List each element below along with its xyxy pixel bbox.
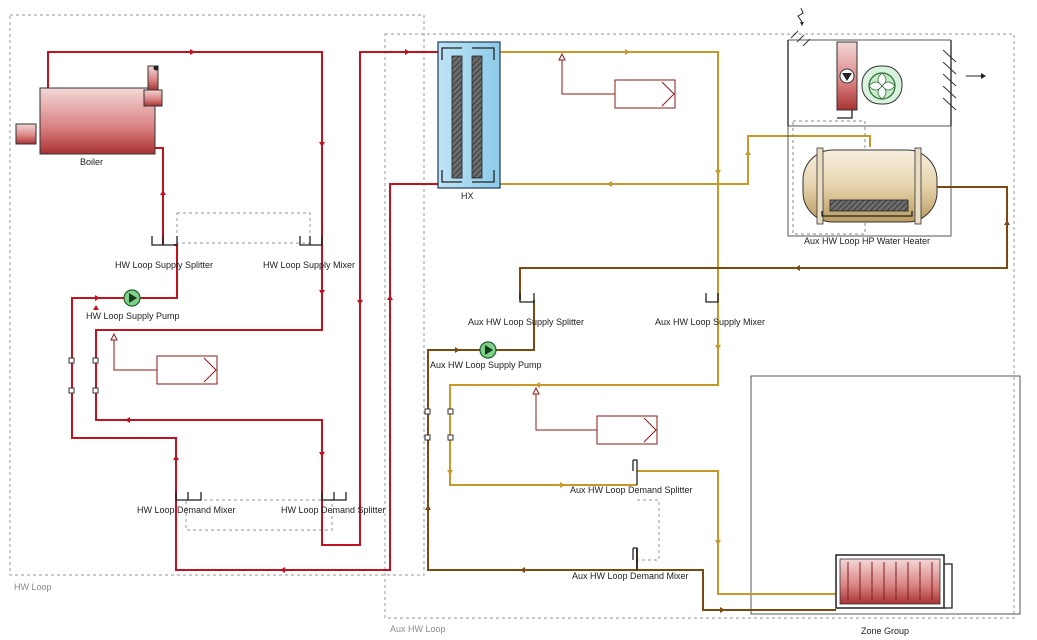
aux-demand-splitter[interactable]: Aux HW Loop Demand Splitter	[570, 459, 693, 495]
fan-icon	[861, 65, 903, 105]
aux-hw-loop-boundary[interactable]	[384, 33, 1015, 619]
hw-loop-boundary[interactable]	[9, 14, 425, 576]
heat-pump-section[interactable]	[788, 7, 986, 119]
hw-demand-mixer[interactable]: HW Loop Demand Mixer	[137, 492, 236, 515]
aux-node-markers	[424, 408, 454, 441]
aux-demand-setpoint-manager[interactable]	[532, 386, 658, 445]
hp-water-heater-label: Aux HW Loop HP Water Heater	[804, 236, 930, 246]
boiler[interactable]: Boiler	[15, 65, 163, 168]
aux-supply-splitter-label: Aux HW Loop Supply Splitter	[468, 317, 584, 327]
hw-supply-splitter-label: HW Loop Supply Splitter	[115, 260, 213, 270]
vent-hatch-icon	[790, 30, 811, 47]
hw-supply-mixer-label: HW Loop Supply Mixer	[263, 260, 355, 270]
hw-supply-branch-box	[176, 212, 311, 244]
hw-supply-pump[interactable]: HW Loop Supply Pump	[86, 289, 180, 321]
aux-supply-mixer-label: Aux HW Loop Supply Mixer	[655, 317, 765, 327]
zone-radiant-unit[interactable]	[835, 554, 953, 609]
aux-supply-setpoint-manager[interactable]	[558, 52, 676, 109]
hw-supply-pump-label: HW Loop Supply Pump	[86, 311, 180, 321]
hw-supply-mixer[interactable]: HW Loop Supply Mixer	[263, 236, 355, 270]
hw-loop-pipes	[47, 51, 438, 571]
hp-water-heater[interactable]: Aux HW Loop HP Water Heater	[787, 40, 952, 246]
exhaust-louver-icon	[942, 49, 957, 111]
hw-demand-mixer-label: HW Loop Demand Mixer	[137, 505, 236, 515]
aux-loop-supply-pipes	[449, 51, 871, 595]
aux-demand-branch-box	[637, 499, 660, 561]
hw-demand-branch-box	[185, 499, 333, 531]
hw-loop-label: HW Loop	[14, 582, 52, 592]
hw-loop-flow-arrows	[93, 49, 410, 573]
aux-supply-splitter[interactable]: Aux HW Loop Supply Splitter	[468, 293, 584, 327]
zone-group-boundary[interactable]	[750, 375, 1021, 615]
heat-exchanger[interactable]: HX	[437, 41, 501, 201]
aux-loop-flow-arrows	[425, 49, 1010, 613]
aux-supply-mixer[interactable]: Aux HW Loop Supply Mixer	[655, 293, 765, 327]
lightning-icon	[797, 7, 804, 26]
hw-demand-splitter[interactable]: HW Loop Demand Splitter	[281, 492, 386, 515]
aux-demand-mixer[interactable]: Aux HW Loop Demand Mixer	[572, 547, 689, 581]
aux-supply-pump[interactable]: Aux HW Loop Supply Pump	[430, 341, 542, 370]
hx-label: HX	[461, 191, 474, 201]
aux-hw-loop-label: Aux HW Loop	[390, 624, 446, 634]
hw-supply-splitter[interactable]: HW Loop Supply Splitter	[115, 236, 213, 270]
aux-demand-mixer-label: Aux HW Loop Demand Mixer	[572, 571, 689, 581]
aux-supply-pump-label: Aux HW Loop Supply Pump	[430, 360, 542, 370]
hp-pump-icon	[839, 68, 855, 84]
hw-setpoint-manager[interactable]	[110, 332, 218, 385]
exhaust-arrow-icon	[966, 73, 986, 79]
zone-group-label: Zone Group	[861, 626, 909, 636]
hw-demand-splitter-label: HW Loop Demand Splitter	[281, 505, 386, 515]
aux-demand-splitter-label: Aux HW Loop Demand Splitter	[570, 485, 693, 495]
hw-node-markers	[68, 357, 99, 394]
boiler-label: Boiler	[80, 157, 103, 167]
